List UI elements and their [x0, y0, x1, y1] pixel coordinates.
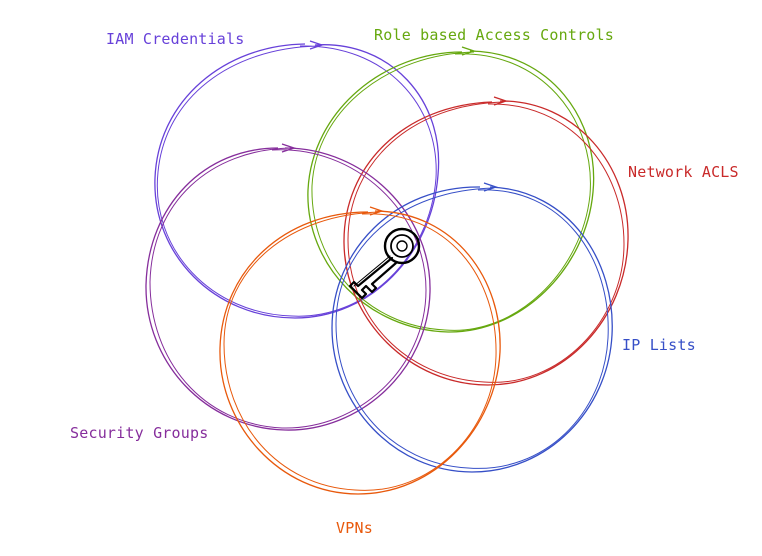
circle-network-acls — [343, 96, 629, 386]
label-role-based-access-controls: Role based Access Controls — [374, 26, 614, 44]
label-vpns: VPNs — [336, 519, 373, 537]
label-network-acls: Network ACLS — [628, 163, 739, 181]
key-icon — [348, 227, 421, 300]
circle-ip-lists — [331, 182, 613, 473]
label-ip-lists: IP Lists — [622, 336, 696, 354]
label-security-groups: Security Groups — [70, 424, 208, 442]
circle-vpns — [219, 206, 501, 495]
circle-role-based-access-controls — [307, 46, 595, 333]
circle-iam-credentials — [154, 40, 440, 319]
circle-security-groups — [145, 143, 431, 431]
label-iam-credentials: IAM Credentials — [106, 30, 244, 48]
